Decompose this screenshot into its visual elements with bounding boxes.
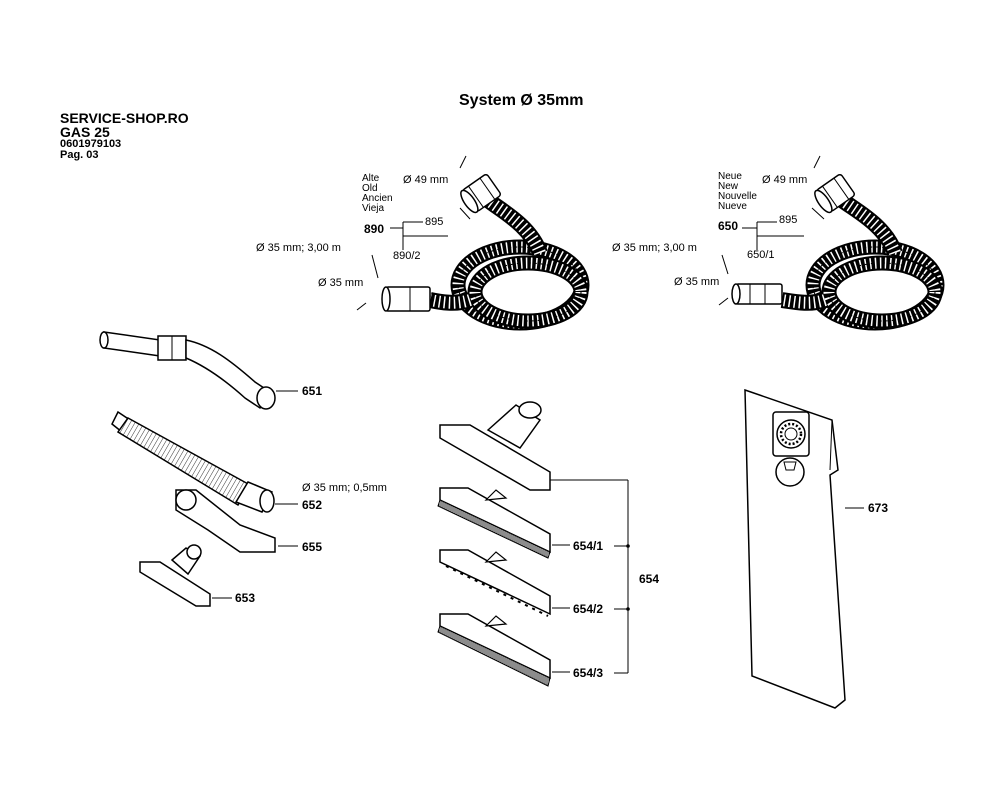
hose-new-drawing xyxy=(718,155,945,331)
part-number: 0601979103 xyxy=(60,138,122,150)
hose-old-sub-number: 890/2 xyxy=(393,250,421,262)
diagram-title: System Ø 35mm xyxy=(459,92,584,109)
crevice-nozzle-drawing xyxy=(175,489,298,553)
floor-nozzle-set-drawing xyxy=(437,401,630,687)
hose-old-spec: Ø 35 mm; 3,00 m xyxy=(256,242,341,254)
filter-bag-drawing xyxy=(744,388,864,709)
hose-new-spec: Ø 35 mm; 3,00 m xyxy=(612,242,697,254)
elbow-tube-drawing xyxy=(99,331,298,410)
nozzle-3-part-number: 654/3 xyxy=(573,666,604,680)
tube-part-number: 652 xyxy=(302,498,323,512)
hose-new-diameter-top: Ø 49 mm xyxy=(762,174,808,186)
nozzle-set-part-number: 654 xyxy=(639,572,660,586)
shop-name: SERVICE-SHOP.RO xyxy=(60,110,189,126)
word-fr: Ancien xyxy=(362,193,393,204)
word-en: Old xyxy=(362,183,378,194)
word-es: Nueve xyxy=(718,201,747,212)
hose-old-language-list: Alte Old Ancien Vieja xyxy=(362,174,393,214)
filter-bag-part-number: 673 xyxy=(868,501,889,515)
word-fr: Nouvelle xyxy=(718,191,757,202)
hose-old-cuff-number: 895 xyxy=(425,216,444,228)
hose-new-language-list: Neue New Nouvelle Nueve xyxy=(718,172,757,212)
elbow-part-number: 651 xyxy=(302,384,323,398)
hose-old-part-number: 890 xyxy=(364,222,385,236)
hose-new-part-number: 650 xyxy=(718,219,739,233)
hose-new-diameter-end: Ø 35 mm xyxy=(674,276,720,288)
small-nozzle-part-number: 653 xyxy=(235,591,256,605)
word-de: Neue xyxy=(718,171,742,182)
hose-old-diameter-end: Ø 35 mm xyxy=(318,277,364,289)
page-number: Pag. 03 xyxy=(60,149,99,161)
hose-new-cuff-number: 895 xyxy=(779,214,798,226)
nozzle-2-part-number: 654/2 xyxy=(573,602,604,616)
small-floor-nozzle-drawing xyxy=(139,544,232,607)
word-es: Vieja xyxy=(362,203,385,214)
crevice-part-number: 655 xyxy=(302,540,323,554)
hose-old-diameter-top: Ø 49 mm xyxy=(403,174,449,186)
tube-spec: Ø 35 mm; 0,5mm xyxy=(302,482,387,494)
document-header: SERVICE-SHOP.RO GAS 25 0601979103 Pag. 0… xyxy=(60,111,189,161)
word-de: Alte xyxy=(362,173,380,184)
hose-old-drawing xyxy=(356,155,590,331)
hose-new-sub-number: 650/1 xyxy=(747,249,775,261)
word-en: New xyxy=(718,181,739,192)
model-name: GAS 25 xyxy=(60,124,110,140)
nozzle-1-part-number: 654/1 xyxy=(573,539,604,553)
extension-tube-drawing xyxy=(111,410,298,513)
